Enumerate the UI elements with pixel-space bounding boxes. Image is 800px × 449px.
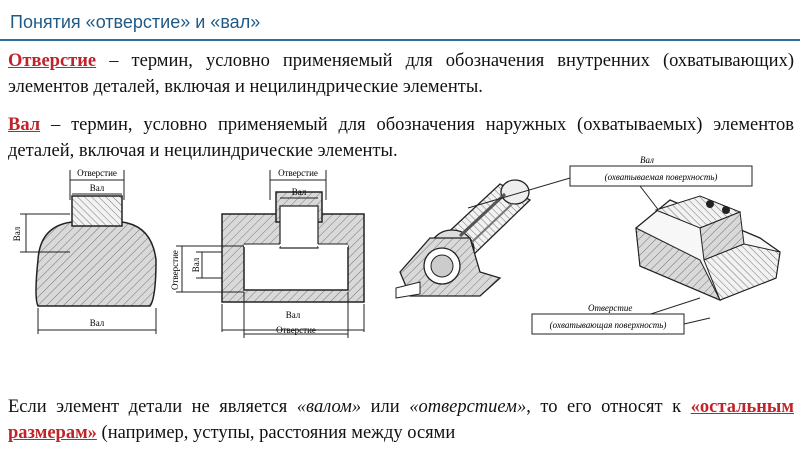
middle-top-label: Отверстие [278,168,318,178]
paragraph-other-sizes: Если элемент детали не является «валом» … [8,394,794,446]
middle-diagram: Отверстие Вал Отверстие Вал Вал Отверсти… [170,168,365,338]
left-top-label: Отверстие [77,168,117,178]
left-side-label: Вал [12,226,22,241]
right-3d-illustration: Вал (охватываемая поверхность) Отверстие… [395,155,781,335]
middle-side-label-1: Отверстие [170,250,180,290]
right-shaft-label: Вал [640,155,654,165]
term-other-sizes: «остальным размерам» [8,397,794,443]
shaft-definition-text: – термин, условно применяемый для обозна… [8,115,794,161]
other-tail-text-1: , то его относят к [526,397,691,417]
right-hole-label: Отверстие [588,303,632,313]
term-hole: Отверстие [8,51,97,71]
left-bottom-label: Вал [90,318,105,328]
left-inner-label: Вал [90,183,105,193]
middle-side-label-2: Вал [191,257,201,272]
hole-definition-text: – термин, условно применяемый для обозна… [8,51,794,97]
middle-inner-label: Вал [292,187,307,197]
slide-title: Понятия «отверстие» и «вал» [10,12,261,32]
other-quote-shaft: «валом» [296,397,362,417]
term-shaft: Вал [8,115,41,135]
paragraph-shaft-definition: Вал – термин, условно применяемый для об… [8,112,794,162]
right-shaft-sublabel: (охватываемая поверхность) [605,172,718,182]
right-hole-sublabel: (охватывающая поверхность) [550,320,667,330]
left-diagram: Отверстие Вал Вал Вал [12,168,157,334]
paragraph-hole-definition: Отверстие – термин, условно применяемый … [8,48,794,100]
other-quote-hole: «отверстием» [409,397,527,417]
other-lead-text: Если элемент детали не является [8,397,297,417]
shaft-hole-illustration: Отверстие Вал Вал Вал Отверстие Вал Отве… [12,155,781,338]
bearing-housing [395,237,502,299]
middle-bottom-label-1: Вал [286,310,301,320]
guide-block [635,195,781,301]
other-tail-text-2: (например, уступы, расстояния между осям… [96,423,456,443]
title-divider [0,39,800,41]
middle-bottom-label-2: Отверстие [276,325,316,335]
other-mid-text: или [361,397,410,417]
